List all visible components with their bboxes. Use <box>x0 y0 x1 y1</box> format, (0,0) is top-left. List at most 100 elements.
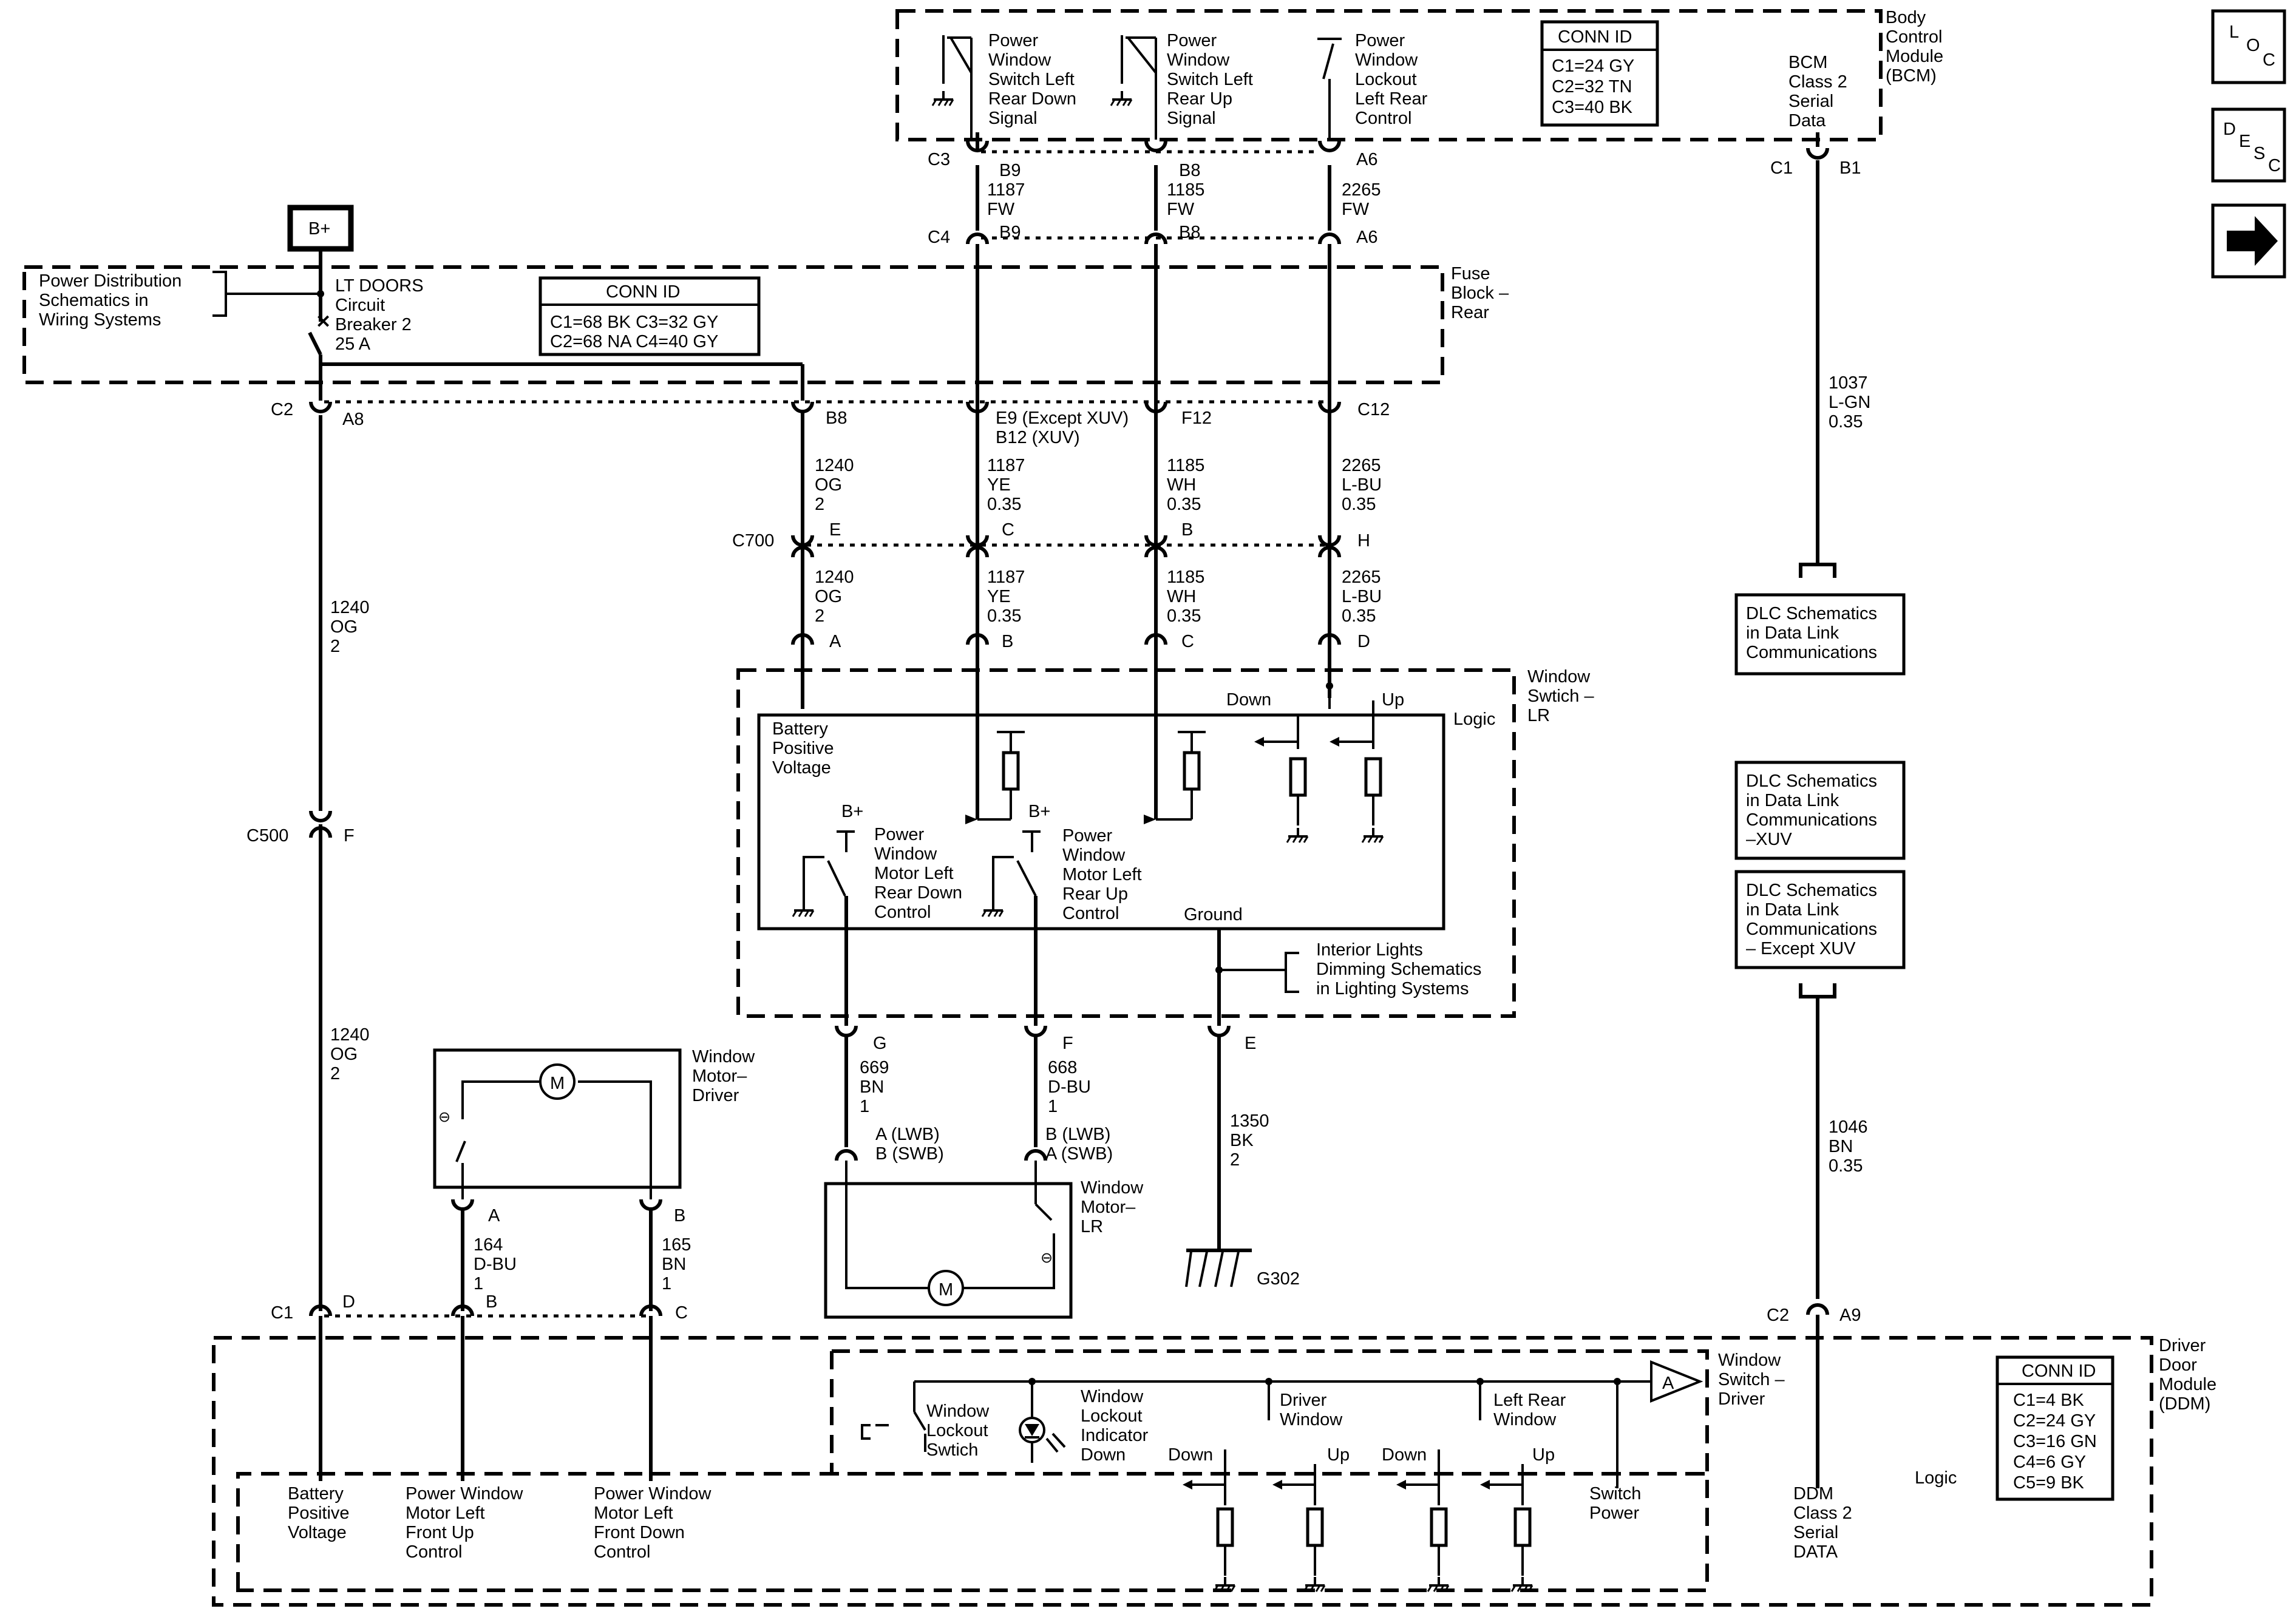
svg-text:Power: Power <box>1062 826 1113 846</box>
svg-text:Down: Down <box>1081 1445 1126 1465</box>
svg-text:0.35: 0.35 <box>1167 606 1201 626</box>
svg-text:Class 2: Class 2 <box>1788 72 1847 92</box>
svg-text:Down: Down <box>1168 1445 1213 1465</box>
desc-button[interactable]: D E S C <box>2211 107 2286 183</box>
svg-text:D: D <box>1357 632 1370 651</box>
svg-text:Driver: Driver <box>1280 1391 1327 1410</box>
svg-text:Motor Left: Motor Left <box>874 864 954 883</box>
svg-text:1185: 1185 <box>1167 456 1204 475</box>
svg-text:A8: A8 <box>342 410 364 429</box>
bcm-conn-id: CONN ID C1=24 GY C2=32 TN C3=40 BK <box>1540 20 1659 127</box>
svg-text:F: F <box>344 826 355 846</box>
svg-text:FW: FW <box>987 200 1015 219</box>
svg-text:B+: B+ <box>1028 802 1050 821</box>
svg-text:B8: B8 <box>826 408 847 428</box>
lr-relays: B+ B+ <box>792 802 1050 1010</box>
fuse-c2-connectors: C2 A8 B8 E9 (Except XUV) B12 (XUV) F12 C… <box>271 400 1390 447</box>
svg-text:0.35: 0.35 <box>987 495 1021 514</box>
svg-text:1: 1 <box>474 1274 483 1293</box>
svg-text:B+: B+ <box>308 219 330 239</box>
svg-text:Driver: Driver <box>2159 1336 2206 1355</box>
svg-text:E: E <box>829 520 841 540</box>
svg-text:1187: 1187 <box>987 568 1025 587</box>
svg-text:Window: Window <box>1527 667 1591 686</box>
svg-text:Serial: Serial <box>1793 1523 1838 1542</box>
svg-text:Front Up: Front Up <box>406 1523 474 1542</box>
svg-text:Circuit: Circuit <box>335 296 385 315</box>
svg-text:2: 2 <box>815 495 824 514</box>
svg-text:G: G <box>873 1034 887 1053</box>
svg-text:Window: Window <box>926 1402 990 1421</box>
svg-text:Signal: Signal <box>988 109 1038 128</box>
svg-text:CONN ID: CONN ID <box>2022 1361 2096 1381</box>
window-motor-driver: M ⊖ <box>433 1048 682 1199</box>
svg-text:Lockout: Lockout <box>926 1421 988 1440</box>
svg-text:669: 669 <box>860 1058 889 1077</box>
loc-button[interactable]: L O C <box>2211 9 2286 84</box>
svg-text:Door: Door <box>2159 1355 2197 1375</box>
svg-text:Swtich –: Swtich – <box>1527 686 1594 706</box>
svg-text:⊖: ⊖ <box>438 1109 450 1125</box>
svg-text:Module: Module <box>1886 47 1943 66</box>
driver-switch-labels: Window Lockout Swtich Window Lockout Ind… <box>926 1387 1566 1465</box>
svg-text:Window: Window <box>692 1047 755 1066</box>
svg-text:Window: Window <box>1062 846 1126 865</box>
svg-text:C2: C2 <box>1767 1306 1789 1325</box>
svg-text:BN: BN <box>860 1077 884 1097</box>
svg-text:B: B <box>486 1292 497 1312</box>
svg-text:1240: 1240 <box>330 1025 370 1045</box>
svg-text:Up: Up <box>1382 690 1404 710</box>
svg-text:YE: YE <box>987 475 1011 495</box>
svg-text:Down: Down <box>1382 1445 1427 1465</box>
svg-text:Control: Control <box>594 1542 651 1562</box>
svg-text:1037: 1037 <box>1829 373 1868 393</box>
svg-text:Lockout: Lockout <box>1355 70 1417 89</box>
svg-text:25 A: 25 A <box>335 334 371 354</box>
svg-text:in Data Link: in Data Link <box>1746 791 1839 810</box>
svg-text:2265: 2265 <box>1342 456 1381 475</box>
bplus-source: B+ <box>287 205 354 252</box>
svg-text:YE: YE <box>987 587 1011 606</box>
svg-text:BCM: BCM <box>1788 53 1827 72</box>
svg-text:B (LWB): B (LWB) <box>1045 1125 1110 1144</box>
circuit-breaker: ✕ LT DOORS Circuit Breaker 2 25 A <box>308 249 804 401</box>
svg-text:B8: B8 <box>1179 223 1200 242</box>
motor-lr-name: Window Motor– LR <box>1081 1178 1144 1236</box>
svg-text:D: D <box>342 1292 355 1312</box>
svg-text:C1=24 GY: C1=24 GY <box>1552 56 1634 76</box>
desc-icon-c: C <box>2268 156 2281 175</box>
svg-text:F12: F12 <box>1181 408 1212 428</box>
svg-text:CONN ID: CONN ID <box>1558 27 1632 47</box>
svg-text:Power: Power <box>1589 1503 1640 1523</box>
loc-icon-c: C <box>2263 50 2275 70</box>
svg-text:in Lighting Systems: in Lighting Systems <box>1316 979 1469 998</box>
svg-text:A6: A6 <box>1356 150 1377 169</box>
dlc-ref-except-xuv: DLC Schematics in Data Link Communicatio… <box>1734 870 1906 969</box>
svg-text:Positive: Positive <box>288 1503 350 1523</box>
svg-text:A: A <box>1662 1374 1674 1393</box>
svg-text:C: C <box>1002 520 1014 540</box>
driver-switch-bus <box>861 1378 1621 1488</box>
svg-text:1: 1 <box>860 1097 869 1116</box>
svg-text:Driver: Driver <box>692 1086 739 1105</box>
svg-text:LR: LR <box>1081 1217 1103 1236</box>
svg-text:A (LWB): A (LWB) <box>875 1125 940 1144</box>
svg-text:C3=16 GN: C3=16 GN <box>2013 1432 2097 1451</box>
svg-text:Down: Down <box>1226 690 1271 710</box>
next-arrow-button[interactable] <box>2211 203 2286 279</box>
svg-text:OG: OG <box>815 587 842 606</box>
ddm-logic-labels: Battery Positive Voltage Power Window Mo… <box>288 1484 1852 1562</box>
bcm-lockout-switch <box>1317 38 1342 140</box>
svg-text:B+: B+ <box>841 802 863 821</box>
svg-text:– Except XUV: – Except XUV <box>1746 939 1856 958</box>
svg-text:Interior Lights: Interior Lights <box>1316 940 1423 960</box>
svg-text:A (SWB): A (SWB) <box>1045 1144 1113 1164</box>
svg-text:Lockout: Lockout <box>1081 1406 1143 1426</box>
svg-text:Data: Data <box>1788 111 1826 131</box>
svg-text:in Data Link: in Data Link <box>1746 623 1839 643</box>
svg-text:C: C <box>1181 632 1194 651</box>
svg-text:Positive: Positive <box>772 739 834 758</box>
